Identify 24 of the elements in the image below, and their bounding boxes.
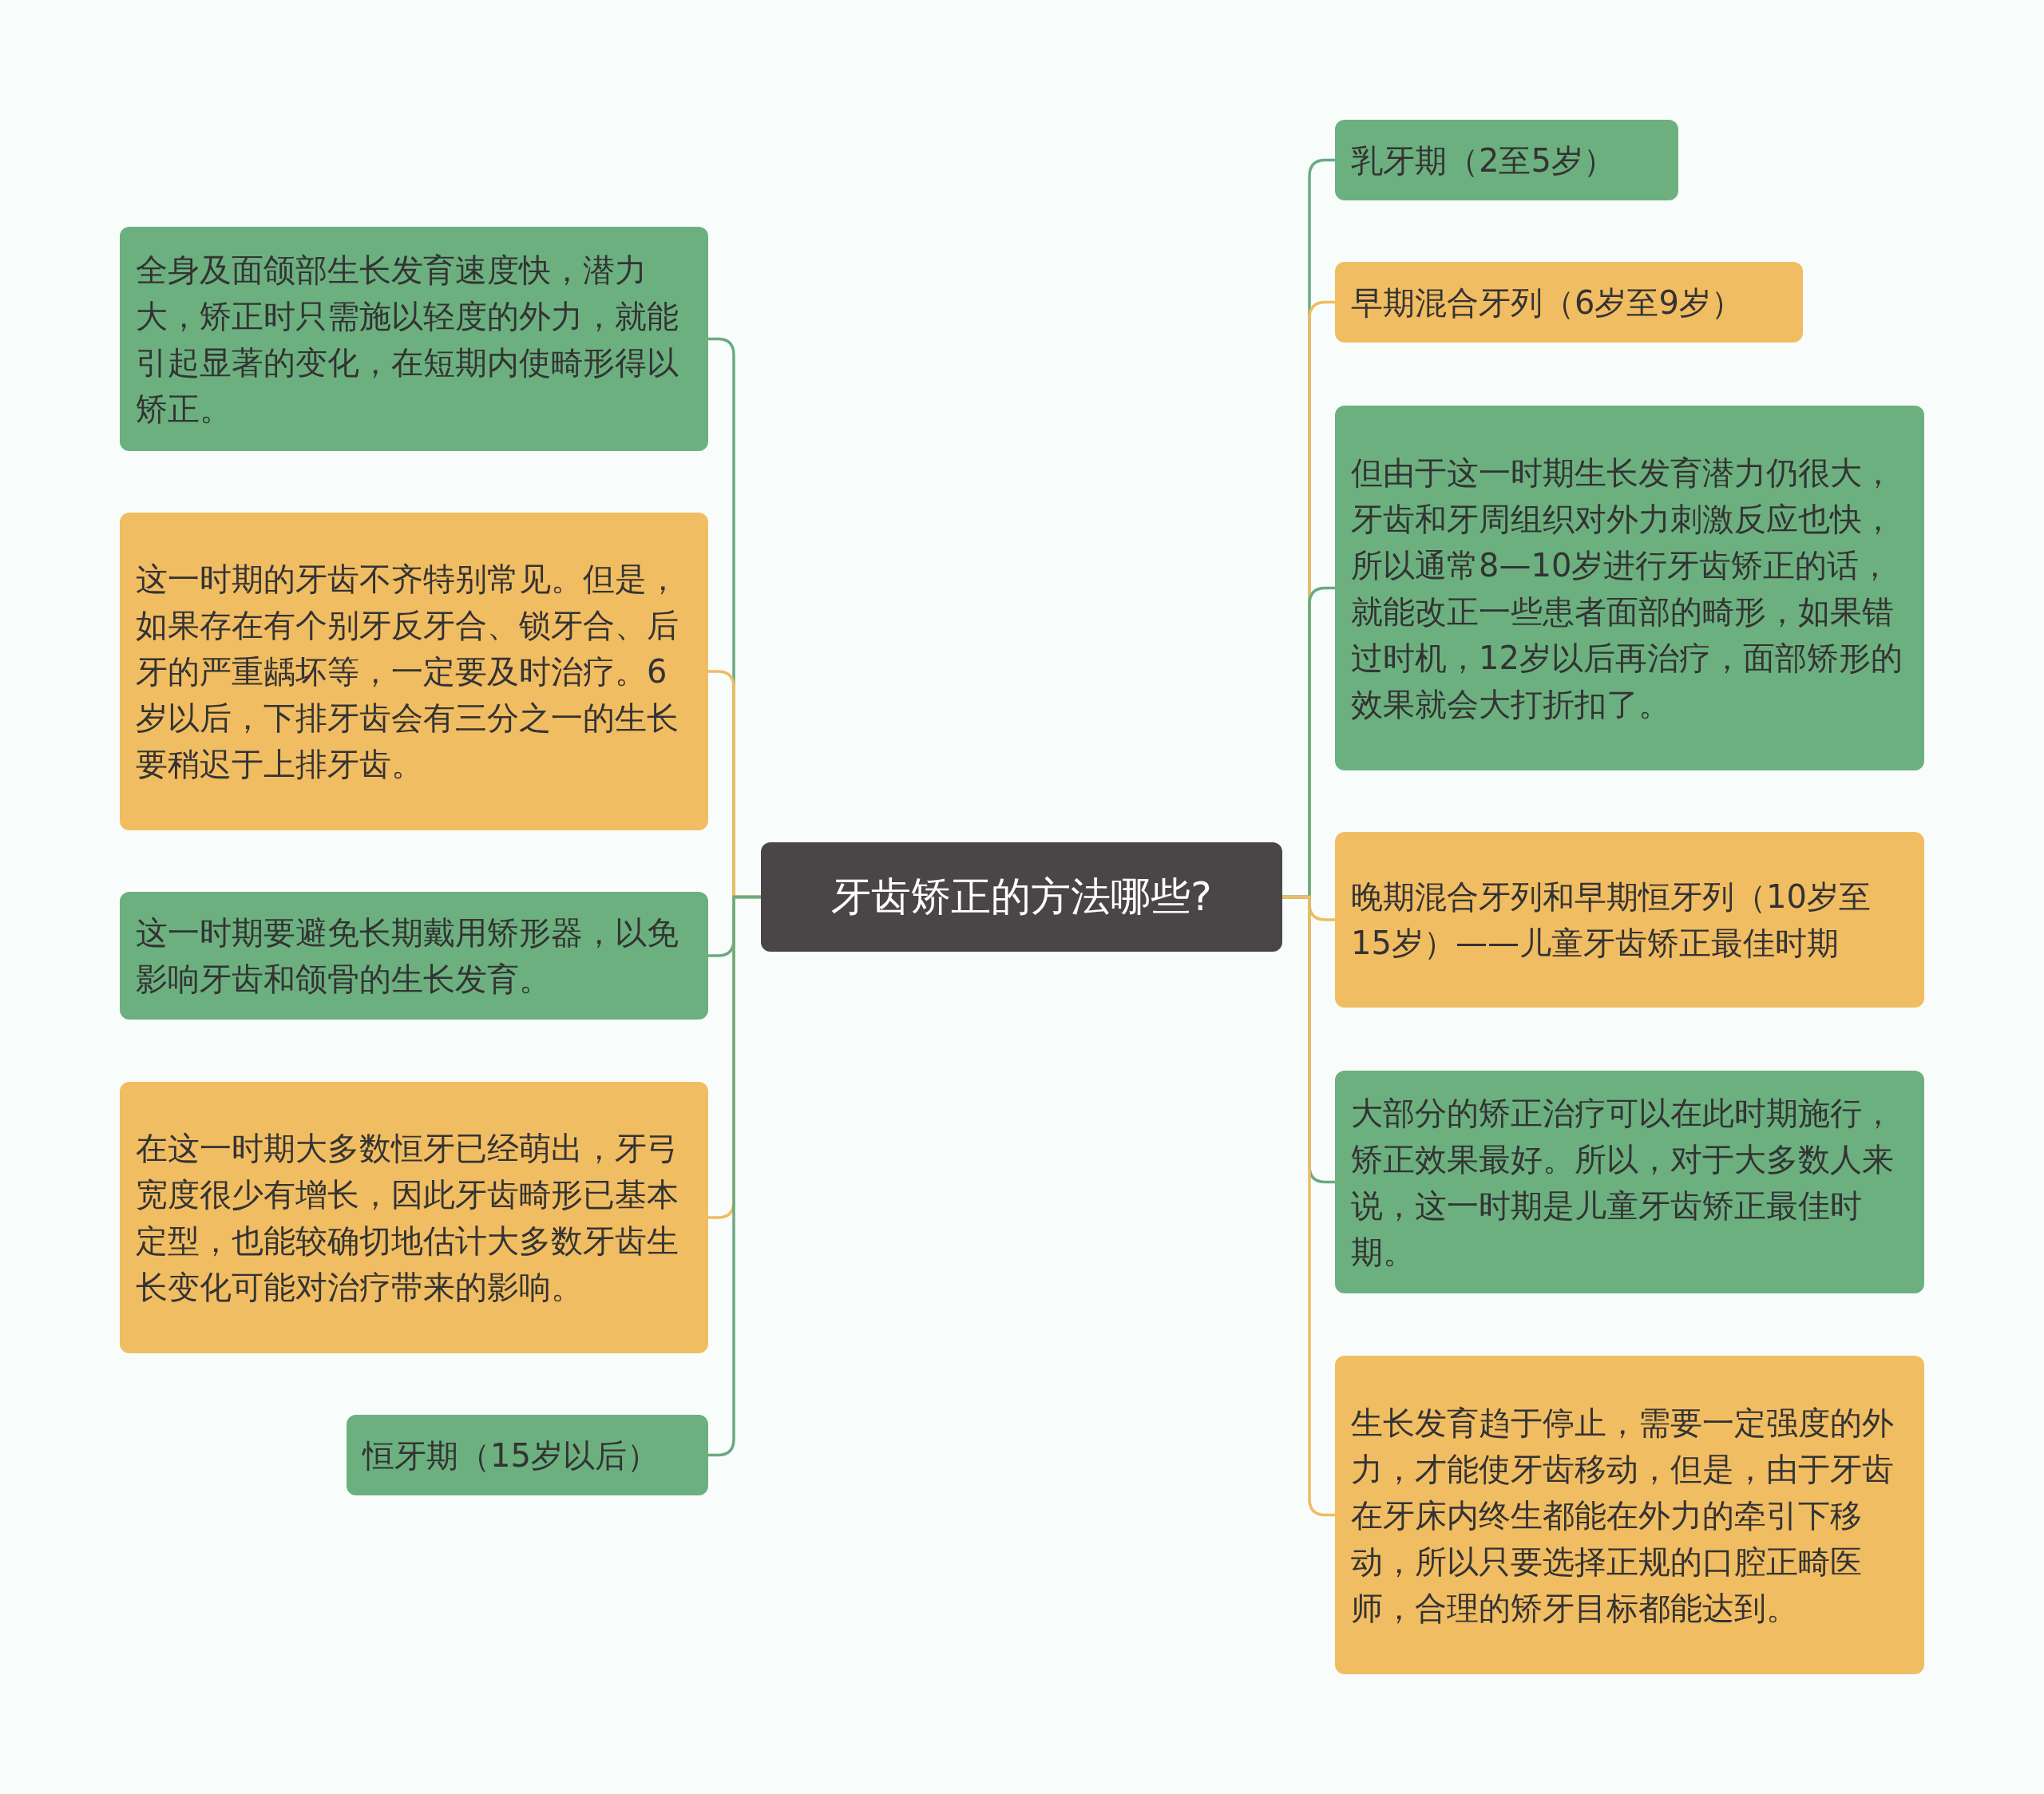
topic-box — [347, 1415, 708, 1495]
topic-text: 牙齿矫正的方法哪些? — [831, 873, 1212, 922]
topic-text: 乳牙期（2至5岁） — [1351, 141, 1615, 180]
topic-text: 早期混合牙列（6岁至9岁） — [1351, 283, 1743, 323]
topic-box — [120, 227, 708, 451]
topic-box — [120, 892, 708, 1020]
topic-text: 大部分的矫正治疗可以在此时期施行，矫正效果最好。所以，对于大多数人来说，这一时期是儿童牙齿矫正最佳时期。 — [1351, 1093, 1895, 1272]
topic-text: 这一时期要避免长期戴用矫形器，以免影响牙齿和颌骨的生长发育。 — [136, 913, 679, 999]
topic-box — [1335, 262, 1803, 343]
topic-text: 恒牙期（15岁以后） — [362, 1436, 659, 1475]
topic-text: 全身及面颌部生长发育速度快，潜力大，矫正时只需施以轻度的外力，就能引起显著的变化，在短期内使畸形得以矫正。 — [136, 250, 679, 429]
central-topic — [761, 842, 1282, 952]
topic-text: 晚期混合牙列和早期恒牙列（10岁至15岁）——儿童牙齿矫正最佳时期 — [1351, 877, 1872, 963]
topic-box — [1335, 1071, 1924, 1293]
topic-text: 但由于这一时期生长发育潜力仍很大，牙齿和牙周组织对外力刺激反应也快，所以通常8—10岁进行牙齿矫正的话，就能改正一些患者面部的畸形，如果错过时机，12岁以后再治疗，面部矫形的效果就会大打折扣了。 — [1351, 453, 1903, 724]
topic-text: 这一时期的牙齿不齐特别常见。但是，如果存在有个别牙反牙合、锁牙合、后牙的严重龋坏等，一定要及时治疗。6岁以后，下排牙齿会有三分之一的生长要稍迟于上排牙齿。 — [136, 560, 679, 784]
topic-text: 生长发育趋于停止，需要一定强度的外力，才能使牙齿移动，但是，由于牙齿在牙床内终生都能在外力的牵引下移动，所以只要选择正规的口腔正畸医师，合理的矫牙目标都能达到。 — [1351, 1403, 1895, 1628]
topic-box — [120, 1082, 708, 1353]
topic-box — [1335, 120, 1678, 200]
topic-box — [1335, 406, 1924, 770]
topic-text: 在这一时期大多数恒牙已经萌出，牙弓宽度很少有增长，因此牙齿畸形已基本定型，也能较确切地估计大多数牙齿生长变化可能对治疗带来的影响。 — [136, 1129, 679, 1307]
topic-box — [120, 513, 708, 830]
topic-box — [1335, 832, 1924, 1008]
topic-box — [1335, 1356, 1924, 1674]
